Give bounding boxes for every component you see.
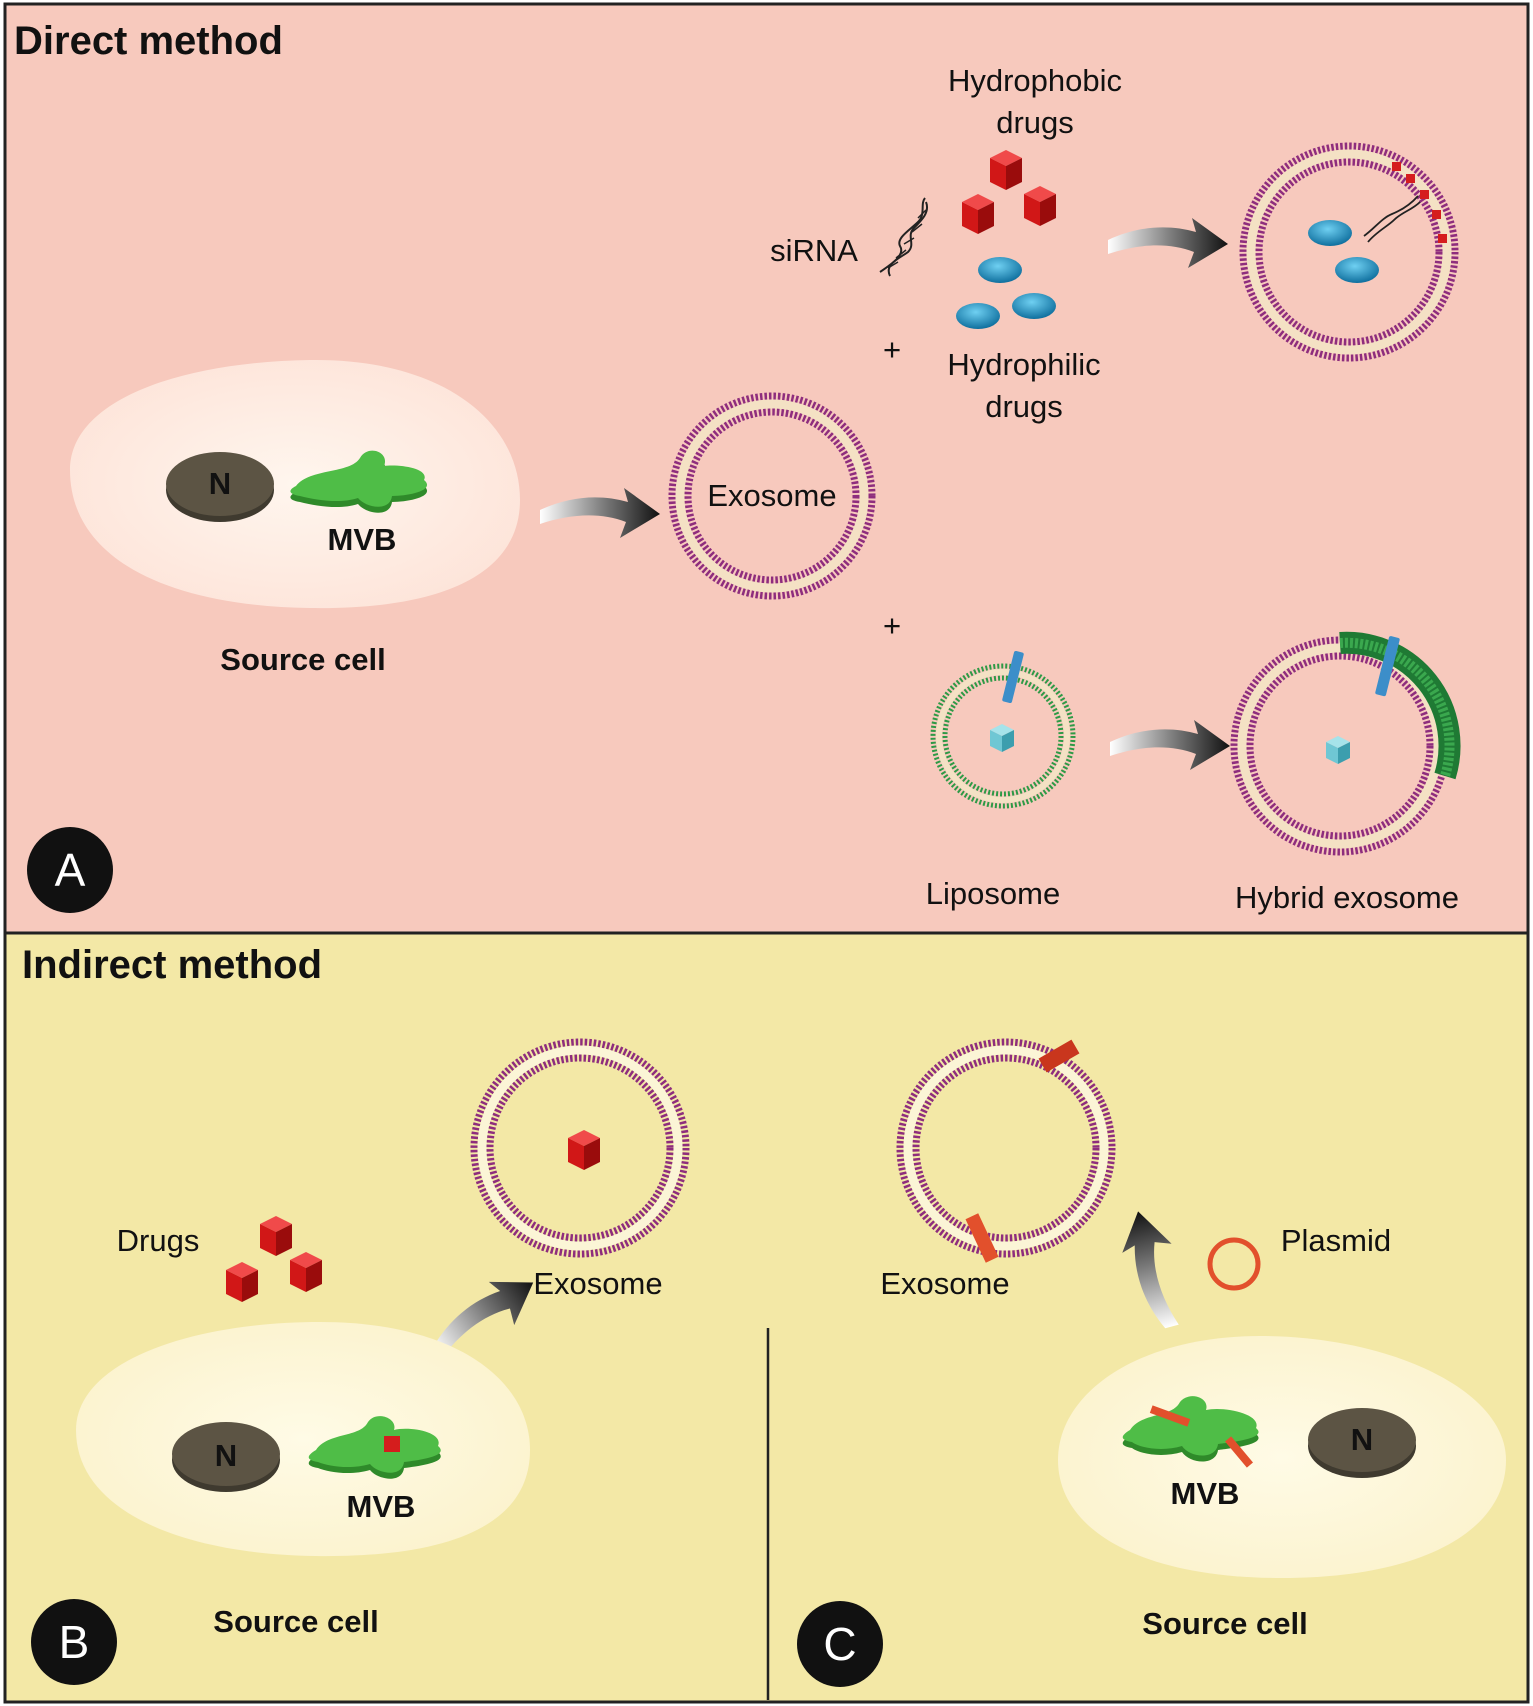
nucleus-c: N: [1308, 1408, 1416, 1478]
mvb-b-drug: [384, 1436, 400, 1452]
loaded-hydrophilic-drug-2: [1335, 257, 1379, 283]
drugs-label: Drugs: [117, 1223, 200, 1258]
panel-b-badge: B: [31, 1599, 117, 1685]
embedded-hydrophobic-drugs: [1392, 162, 1447, 243]
mvb-c-protein-1: [1149, 1405, 1191, 1427]
panel-a-badge: A: [27, 827, 113, 913]
exosome-a: Exosome: [668, 392, 876, 600]
loaded-exosome: [1239, 142, 1459, 362]
source-cell-c-label: Source cell: [1142, 1606, 1307, 1641]
source-cell-a-label: Source cell: [220, 642, 385, 677]
hybrid-exosome-label: Hybrid exosome: [1235, 880, 1459, 915]
mvb-c-protein-2: [1225, 1436, 1253, 1468]
exosome-b-drug: [568, 1130, 600, 1170]
source-cell-a: N MVB Source cell: [70, 359, 520, 677]
exosome-a-label: Exosome: [707, 478, 836, 513]
mvb-c: [1122, 1396, 1259, 1468]
source-cell-b: N MVB: [76, 1322, 530, 1557]
sirna-helix-icon: [879, 197, 928, 277]
liposome: [930, 650, 1076, 809]
liposome-membrane-protein: [1002, 650, 1024, 704]
exosome-c: [896, 1038, 1116, 1263]
hydrophobic-label-line2: drugs: [996, 105, 1074, 140]
hydrophilic-label-line2: drugs: [985, 389, 1063, 424]
direct-method-title: Direct method: [14, 19, 283, 63]
hydrophilic-drugs-icon: [956, 257, 1056, 329]
exosome-c-surface-protein-2: [965, 1213, 999, 1263]
mvb-c-label: MVB: [1171, 1476, 1240, 1511]
loaded-sirna-icon: [1363, 195, 1421, 243]
plus-upper: +: [883, 332, 901, 367]
hydrophobic-label-line1: Hydrophobic: [948, 63, 1122, 98]
plasmid-label: Plasmid: [1281, 1223, 1391, 1258]
mvb-a: [290, 450, 428, 513]
sirna-label: siRNA: [770, 233, 858, 268]
nucleus-a: N: [166, 452, 274, 522]
mvb-a-label: MVB: [328, 522, 397, 557]
source-cell-b-label: Source cell: [213, 1604, 378, 1639]
nucleus-b-label: N: [215, 1438, 237, 1473]
panel-c-badge: C: [797, 1601, 883, 1687]
hybrid-membrane-protein: [1375, 636, 1400, 697]
panel-a-letter: A: [55, 844, 86, 896]
exosome-b-label: Exosome: [533, 1266, 662, 1301]
loaded-hydrophilic-drug-1: [1308, 220, 1352, 246]
mvb-b: [308, 1416, 441, 1479]
indirect-method-title: Indirect method: [22, 943, 322, 987]
plus-lower: +: [883, 608, 901, 643]
panel-c-letter: C: [823, 1618, 856, 1670]
hydrophilic-label-line1: Hydrophilic: [947, 347, 1100, 382]
exosome-c-label: Exosome: [880, 1266, 1009, 1301]
exosome-b: [470, 1038, 690, 1258]
source-cell-c: MVB N: [1058, 1336, 1506, 1578]
nucleus-a-label: N: [209, 466, 231, 501]
hybrid-exosome: [1230, 631, 1461, 856]
liposome-label: Liposome: [926, 876, 1060, 911]
nucleus-b: N: [172, 1422, 280, 1492]
plasmid-icon: [1207, 1237, 1261, 1291]
nucleus-c-label: N: [1351, 1422, 1373, 1457]
panel-b-letter: B: [59, 1616, 90, 1668]
indirect-method-panel: [3, 931, 1530, 1704]
mvb-b-label: MVB: [347, 1489, 416, 1524]
exosome-c-surface-protein-1: [1038, 1039, 1080, 1073]
